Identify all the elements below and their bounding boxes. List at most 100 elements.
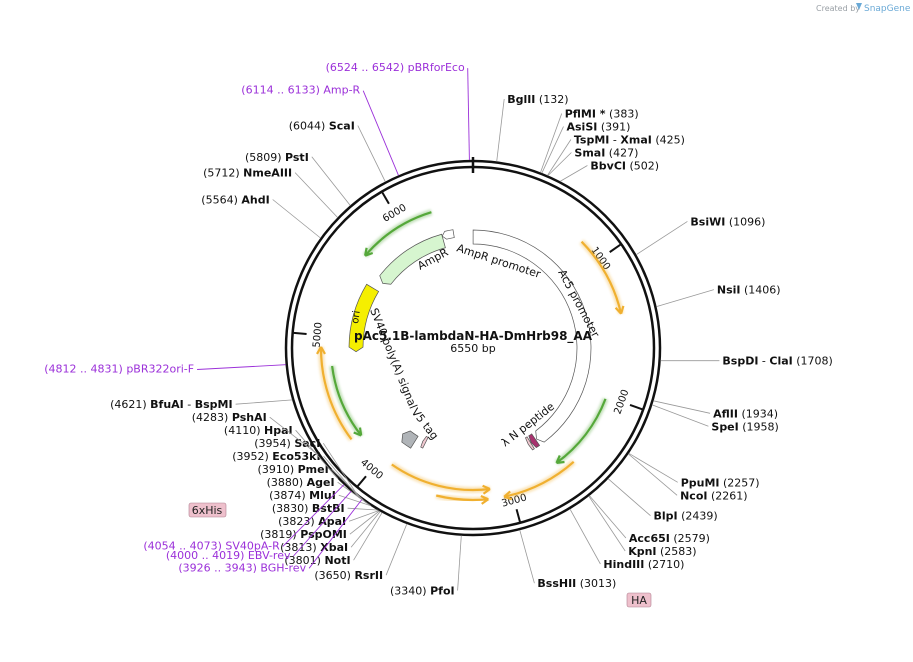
site-enzyme: Acc65I	[629, 532, 670, 545]
site-enzyme: TspMI	[574, 134, 610, 147]
primer-label: (4000 .. 4019) EBV-rev	[166, 549, 291, 562]
site-enzyme: PspOMI	[300, 528, 347, 541]
site-agei[interactable]: (3880) AgeI	[267, 476, 371, 506]
site-leader	[349, 510, 380, 535]
site-position: (3801)	[284, 554, 324, 567]
site-blpi[interactable]: BlpI (2439)	[607, 478, 718, 523]
site-position: (5564)	[201, 194, 241, 207]
site-noti[interactable]: (3801) NotI	[284, 512, 383, 568]
site-tspmi[interactable]: TspMI - XmaI (425)	[547, 134, 685, 176]
primer-1[interactable]: (6114 .. 6133) Amp-R	[241, 84, 399, 176]
site-label: (3801) NotI	[284, 554, 350, 567]
site-hindiii[interactable]: HindIII (2710)	[569, 508, 684, 571]
site-leader	[496, 98, 505, 162]
site-bsiwi[interactable]: BsiWI (1096)	[635, 215, 765, 256]
tick-mark	[356, 475, 367, 487]
site-aflii[interactable]: AflII (1934)	[653, 400, 778, 421]
site-label: BglII (132)	[507, 93, 568, 106]
site-enzyme: SmaI	[574, 147, 605, 160]
site-bbvci[interactable]: BbvCI (502)	[559, 160, 659, 182]
feature-label-ori: ori	[350, 310, 363, 324]
feature-ori[interactable]	[348, 283, 380, 353]
site-enzyme: PmeI	[298, 463, 329, 476]
site-enzyme-2: BspMI	[195, 398, 233, 411]
site-pflmi-[interactable]: PflMI * (383)	[540, 108, 639, 173]
primer-4[interactable]: (4000 .. 4019) EBV-rev	[166, 490, 352, 562]
site-position: (3819)	[260, 528, 300, 541]
primer-0[interactable]: (6524 .. 6542) pBRforEco	[326, 61, 470, 161]
site-bstbi[interactable]: (3830) BstBI	[272, 502, 378, 515]
site-label: (5564) AhdI	[201, 194, 269, 207]
site-label: (5712) NmeAIII	[203, 167, 292, 180]
feature-ac5-promoter[interactable]	[472, 229, 592, 443]
site-eco53ki[interactable]: (3952) Eco53kI	[232, 450, 360, 498]
site-enzyme: RsrII	[354, 569, 383, 582]
site-bspdi[interactable]: BspDI - ClaI (1708)	[660, 355, 833, 368]
site-nmeaiii[interactable]: (5712) NmeAIII	[203, 167, 338, 218]
site-leader	[385, 523, 408, 576]
site-ahdi[interactable]: (5564) AhdI	[201, 194, 321, 239]
primer-leader	[293, 490, 352, 557]
orf-arrow	[554, 397, 609, 466]
site-enzyme: BlpI	[654, 510, 678, 523]
site-bsshii[interactable]: BssHII (3013)	[519, 529, 617, 590]
feature-ha[interactable]	[525, 436, 535, 451]
site-apai[interactable]: (3823) ApaI	[278, 510, 379, 529]
site-leader	[653, 400, 711, 414]
site-leader	[628, 452, 678, 483]
primer-label: (4812 .. 4831) pBR322ori-F	[44, 363, 194, 376]
site-position: (6044)	[289, 120, 329, 133]
feature-ampr[interactable]	[379, 233, 446, 285]
feature-sv40-poly-a-signal[interactable]	[401, 430, 419, 449]
site-label: NsiI (1406)	[717, 284, 781, 297]
site-bglii[interactable]: BglII (132)	[496, 93, 569, 162]
site-position: (2439)	[678, 510, 718, 523]
site-acc65i[interactable]: Acc65I (2579)	[589, 495, 710, 545]
site-pfoi[interactable]: (3340) PfoI	[390, 535, 462, 598]
snapgene-logo-icon	[856, 3, 862, 10]
primer-3[interactable]: (4054 .. 4073) SV40pA-R	[143, 484, 345, 553]
site-ncoi[interactable]: NcoI (2261)	[628, 453, 748, 502]
site-position: (3823)	[278, 515, 318, 528]
site-label: HindIII (2710)	[603, 558, 684, 571]
site-label: (5809) PstI	[245, 151, 309, 164]
site-asisi[interactable]: AsiSI (391)	[541, 121, 631, 174]
site-pspomi[interactable]: (3819) PspOMI	[260, 510, 380, 541]
site-spei[interactable]: SpeI (1958)	[652, 404, 779, 433]
site-psti[interactable]: (5809) PstI	[245, 151, 351, 206]
site-leader	[269, 416, 319, 456]
site-ppumi[interactable]: PpuMI (2257)	[628, 452, 760, 489]
feature-ampr-promoter[interactable]	[441, 229, 455, 240]
site-position: (5712)	[203, 167, 243, 180]
site-mlui[interactable]: (3874) MluI	[269, 489, 371, 507]
label-ha: HA	[626, 592, 652, 608]
site-enzyme: MluI	[309, 489, 336, 502]
site-pshai[interactable]: (4283) PshAI	[192, 411, 319, 456]
orf-arrow	[316, 346, 354, 442]
site-position: (502)	[626, 160, 659, 173]
site-nsii[interactable]: NsiI (1406)	[656, 284, 781, 307]
site-scai[interactable]: (6044) ScaI	[289, 120, 386, 182]
site-leader	[589, 495, 627, 539]
site-enzyme: PfoI	[430, 585, 455, 598]
primer-5[interactable]: (3926 .. 3943) BGH-rev	[178, 499, 363, 575]
feature-v5-tag[interactable]	[420, 435, 429, 449]
feature--n-peptide[interactable]	[528, 433, 541, 449]
site-kpni[interactable]: KpnI (2583)	[588, 495, 697, 558]
site-rsrii[interactable]: (3650) RsrII	[314, 523, 408, 582]
credit-brand: SnapGene	[864, 4, 911, 14]
site-position: (3880)	[267, 476, 307, 489]
feature-label-sv40: SV40 poly(A) signal	[367, 306, 419, 410]
site-leader	[656, 289, 715, 307]
site-position: (1096)	[725, 215, 765, 228]
primer-leader	[362, 90, 399, 176]
site-smai[interactable]: SmaI (427)	[547, 147, 638, 176]
site-leader	[272, 199, 321, 239]
site-label: BspDI - ClaI (1708)	[722, 355, 832, 368]
site-leader	[540, 113, 563, 173]
site-bfuai[interactable]: (4621) BfuAI - BspMI	[110, 398, 293, 411]
primer-2[interactable]: (4812 .. 4831) pBR322ori-F	[44, 363, 286, 376]
site-position: (2579)	[670, 532, 710, 545]
site-enzyme: HindIII	[603, 558, 644, 571]
site-hpai[interactable]: (4110) HpaI	[224, 424, 339, 480]
